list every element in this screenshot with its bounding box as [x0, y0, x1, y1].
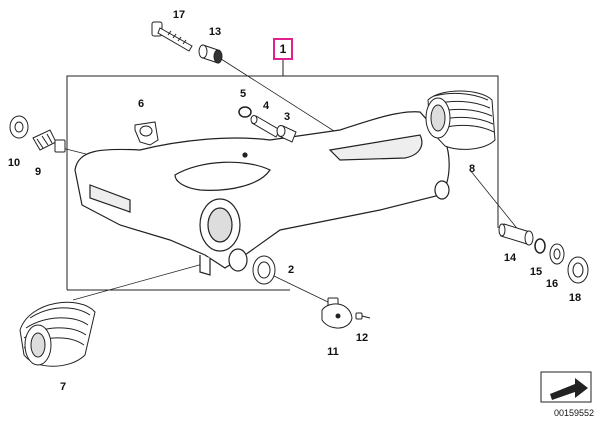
bolt-17 — [151, 21, 193, 52]
callout-10[interactable]: 10 — [7, 157, 21, 169]
bearing-3 — [276, 125, 297, 143]
washer-10 — [9, 115, 29, 139]
bolt-12 — [355, 312, 371, 320]
callout-9[interactable]: 9 — [34, 166, 42, 178]
rubber-boot-7 — [19, 301, 96, 367]
ring-5 — [238, 106, 252, 118]
callout-13[interactable]: 13 — [208, 26, 222, 38]
callout-12[interactable]: 12 — [355, 332, 369, 344]
sleeve-4 — [250, 115, 281, 138]
bearing-2 — [252, 255, 276, 285]
callout-2[interactable]: 2 — [287, 264, 295, 276]
callout-5[interactable]: 5 — [239, 88, 247, 100]
pin-14 — [498, 223, 534, 246]
callout-8[interactable]: 8 — [468, 163, 476, 175]
main-part-highlight: 1 — [273, 38, 293, 60]
callout-1[interactable]: 1 — [279, 42, 287, 56]
sleeve-13 — [198, 44, 223, 64]
callout-7[interactable]: 7 — [59, 381, 67, 393]
diagram-reference-number: 00159552 — [553, 408, 594, 418]
nut-18 — [567, 256, 589, 284]
rubber-boot-8 — [425, 90, 496, 150]
callout-17[interactable]: 17 — [172, 9, 186, 21]
screw-9 — [32, 129, 66, 153]
arrow-icon — [540, 371, 592, 403]
swing-arm — [74, 111, 450, 276]
clip-6 — [134, 121, 159, 146]
callout-14[interactable]: 14 — [503, 252, 517, 264]
callout-15[interactable]: 15 — [529, 266, 543, 278]
callout-4[interactable]: 4 — [262, 100, 270, 112]
callout-18[interactable]: 18 — [568, 292, 582, 304]
washer-16 — [549, 243, 565, 265]
callout-16[interactable]: 16 — [545, 278, 559, 290]
callout-6[interactable]: 6 — [137, 98, 145, 110]
callout-11[interactable]: 11 — [327, 346, 339, 358]
flange-11 — [321, 297, 353, 329]
callout-3[interactable]: 3 — [283, 111, 291, 123]
ring-15 — [534, 238, 546, 254]
